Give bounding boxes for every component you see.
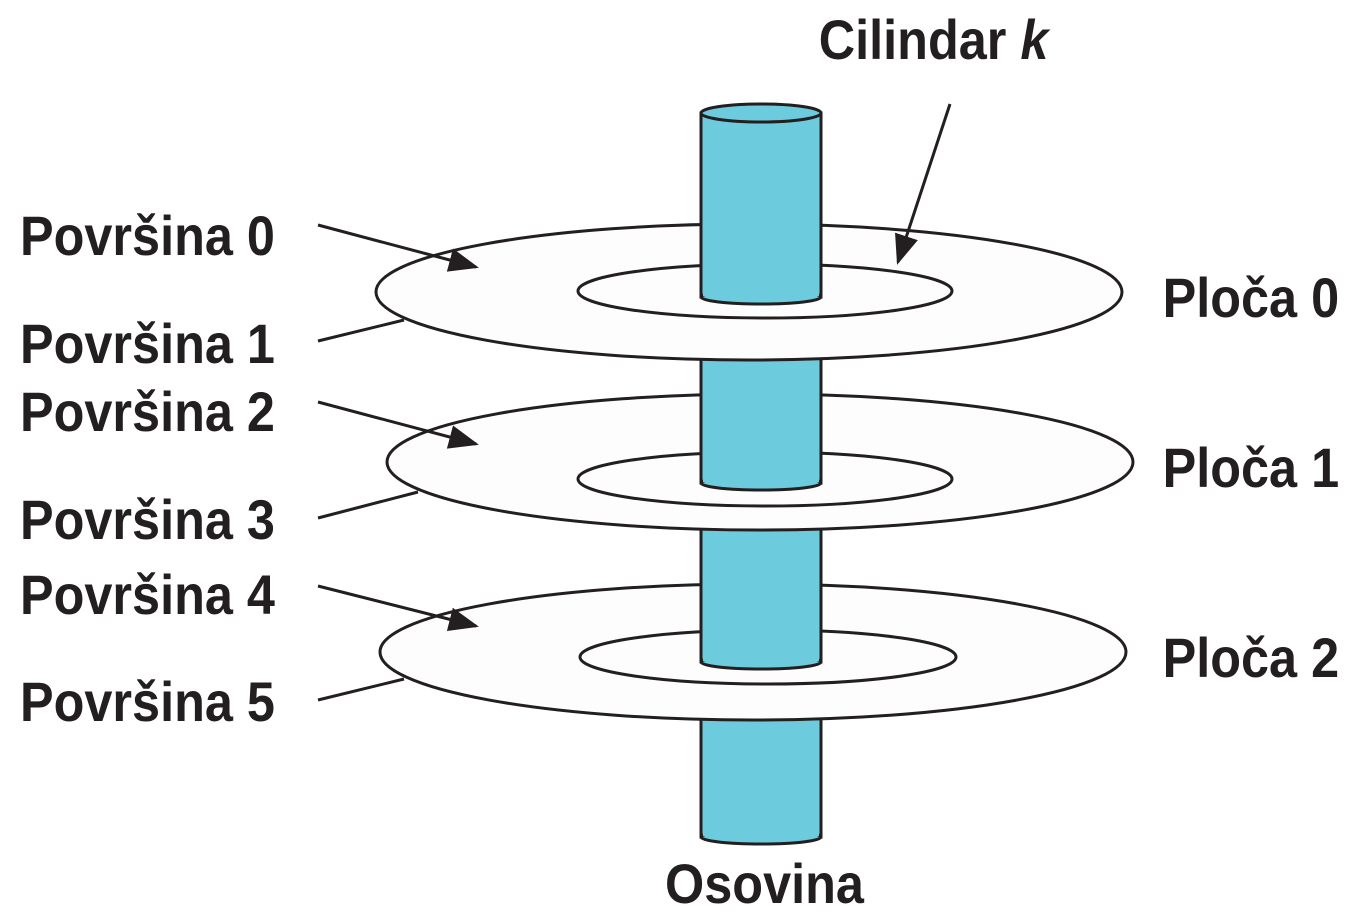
spindle-label: Osovina [665, 852, 864, 915]
cylinder-label: Cilindar k [819, 12, 1049, 68]
surface-label-3: Površina 3 [20, 488, 275, 551]
surface-label-4: Površina 4 [20, 563, 275, 626]
cylinder-arrow [895, 103, 952, 265]
platter-label-1: Ploča 1 [1162, 436, 1339, 499]
cylinder-label-variable: k [1020, 8, 1049, 71]
surface-label-2: Površina 2 [20, 380, 275, 443]
surface-label-1: Površina 1 [20, 312, 275, 375]
spindle-segment-upper [699, 343, 823, 492]
surface-4-arrow [317, 584, 479, 632]
surface-0-arrow [317, 223, 479, 272]
spindle-segment-top [699, 102, 823, 306]
cylinder-label-prefix: Cilindar [818, 8, 1007, 71]
spindle-segment-bottom [699, 698, 823, 846]
surface-1-line [317, 318, 405, 343]
spindle-segment-lower [699, 508, 823, 671]
surface-5-line [317, 677, 405, 702]
surface-3-line [317, 490, 419, 520]
platter-label-0: Ploča 0 [1162, 266, 1339, 329]
surface-label-0: Površina 0 [20, 204, 275, 267]
platter-label-2: Ploča 2 [1162, 626, 1339, 689]
surface-label-5: Površina 5 [20, 670, 275, 733]
surface-2-arrow [317, 400, 479, 449]
